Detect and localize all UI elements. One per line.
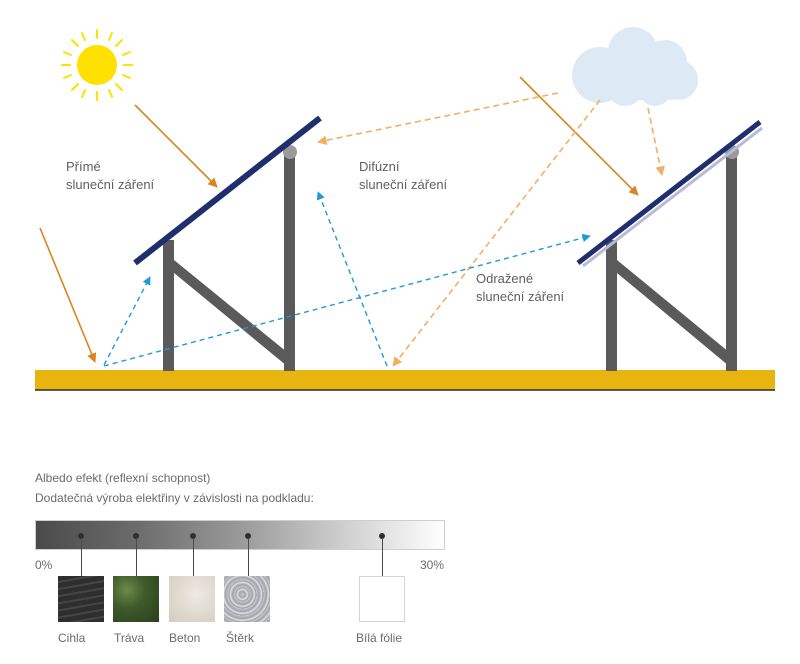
marker-dot-cihla [78, 533, 84, 539]
label-direct-line1: Přímé [66, 159, 101, 174]
label-diffuse-line2: sluneční záření [359, 177, 448, 192]
scale-max-label: 30% [420, 558, 445, 572]
scale-min-label: 0% [35, 558, 53, 572]
diffuse-arrow-to-left-panel [317, 92, 559, 145]
left-solar-panel [133, 115, 322, 266]
left-mount-frame [163, 145, 297, 371]
label-reflected-line2: sluneční záření [476, 289, 565, 304]
sun-icon [61, 29, 133, 101]
right-mount-frame [606, 145, 739, 371]
albedo-title: Albedo efekt (reflexní schopnost) [35, 471, 211, 485]
label-diffuse-radiation: Difúzní sluneční záření [359, 158, 447, 194]
albedo-heading: Albedo efekt (reflexní schopnost) Dodate… [35, 468, 314, 508]
direct-arrow-right-panel [519, 76, 639, 196]
diffuse-arrow-to-ground [392, 99, 601, 367]
swatch-trava [113, 576, 159, 622]
diffuse-arrow-to-right-panel [647, 107, 665, 176]
label-direct-radiation: Přímé sluneční záření [66, 158, 154, 194]
marker-line-cihla [81, 538, 82, 576]
swatch-sterk [224, 576, 270, 622]
label-reflected-radiation: Odražené sluneční záření [476, 270, 564, 306]
solar-diagram [35, 27, 775, 391]
direct-arrow-sun-panel [134, 104, 218, 188]
label-direct-line2: sluneční záření [66, 177, 155, 192]
swatch-cihla [58, 576, 104, 622]
marker-line-beton [193, 538, 194, 576]
albedo-gradient-bar [35, 520, 445, 550]
swatch-label-bila-folie: Bílá fólie [356, 631, 403, 645]
marker-line-sterk [248, 538, 249, 576]
right-solar-panel [576, 120, 762, 265]
swatch-label-cihla: Cihla [58, 631, 86, 645]
swatch-bila-folie [359, 576, 405, 622]
reflected-arrow-left-1 [103, 276, 151, 366]
marker-dot-beton [190, 533, 196, 539]
cloud-icon [572, 27, 698, 106]
reflected-arrow-long [103, 233, 591, 367]
marker-line-trava [136, 538, 137, 576]
marker-line-bila-folie [382, 538, 383, 576]
marker-dot-bila-folie [379, 533, 385, 539]
ground [35, 370, 775, 390]
reflected-arrow-left-2 [316, 191, 388, 367]
label-diffuse-line1: Difúzní [359, 159, 400, 174]
marker-dot-sterk [245, 533, 251, 539]
right-panel-back [582, 126, 763, 268]
swatch-beton [169, 576, 215, 622]
direct-arrow-ground [39, 227, 97, 363]
swatch-label-beton: Beton [169, 631, 201, 645]
marker-dot-trava [133, 533, 139, 539]
swatch-label-sterk: Štěrk [226, 631, 255, 645]
swatch-label-trava: Tráva [114, 631, 145, 645]
label-reflected-line1: Odražené [476, 271, 534, 286]
albedo-subtitle: Dodatečná výroba elektřiny v závislosti … [35, 491, 314, 505]
